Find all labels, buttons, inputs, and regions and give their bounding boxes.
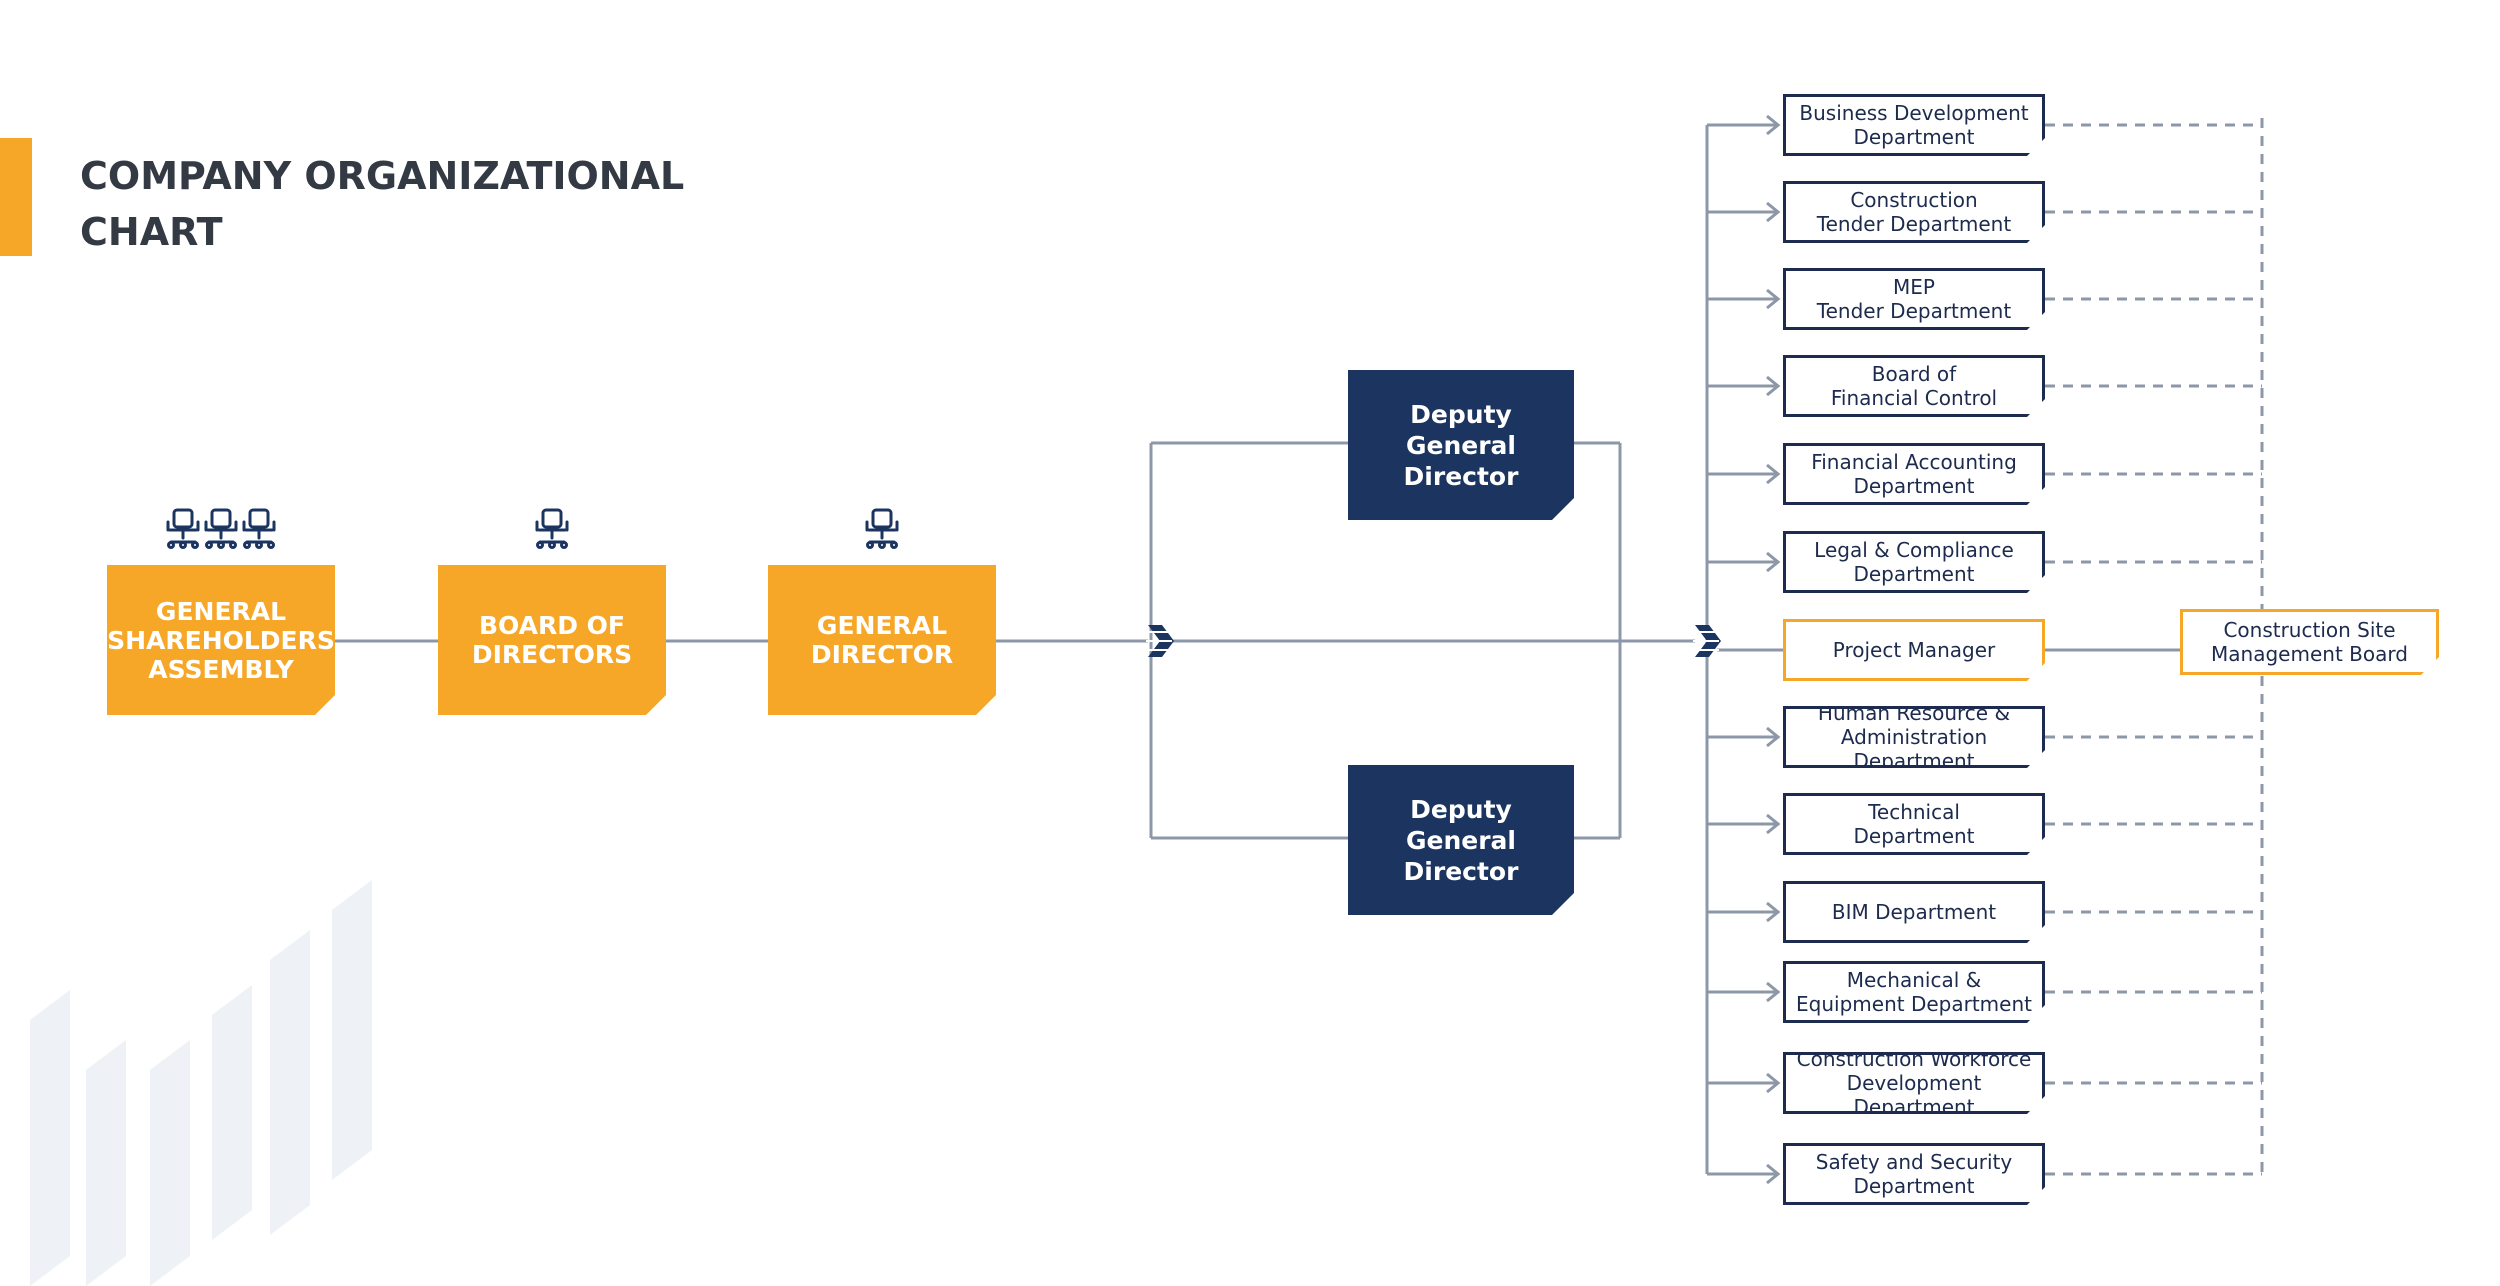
- mechanical-equipment-department-box: Mechanical & Equipment Department: [1783, 961, 2045, 1023]
- office-chair-icon: [535, 508, 569, 549]
- arrowhead-icon: [1766, 1072, 1781, 1094]
- project-manager-box: Project Manager: [1783, 619, 2045, 681]
- financial-accounting-department-box: Financial Accounting Department: [1783, 443, 2045, 505]
- arrowhead-icon: [1766, 901, 1781, 923]
- chair-back: [541, 508, 563, 529]
- deputy-general-director-top-node: Deputy General Director: [1348, 370, 1574, 520]
- chair-back: [248, 508, 270, 529]
- chair-wheel: [866, 541, 874, 549]
- board-of-financial-control-box: Board of Financial Control: [1783, 355, 2045, 417]
- chair-wheel: [167, 541, 175, 549]
- chair-wheel: [878, 541, 886, 549]
- watermark-bar: [86, 1040, 126, 1286]
- page-title: COMPANY ORGANIZATIONAL CHART: [80, 154, 685, 254]
- human-resource-administration-department-box: Human Resource & Administration Departme…: [1783, 706, 2045, 768]
- chair-icons: [166, 508, 899, 549]
- watermark-bar: [270, 930, 310, 1235]
- chair-back: [210, 508, 232, 529]
- technical-department-box: Technical Department: [1783, 793, 2045, 855]
- office-chair-icon: [204, 508, 238, 549]
- construction-tender-department-box: Construction Tender Department: [1783, 181, 2045, 243]
- mep-tender-department-box: MEP Tender Department: [1783, 268, 2045, 330]
- legal-compliance-department-box: Legal & Compliance Department: [1783, 531, 2045, 593]
- arrowhead-icon: [1766, 375, 1781, 397]
- chair-wheel: [217, 541, 225, 549]
- accent-bar: [0, 138, 32, 256]
- chair-wheel: [267, 541, 275, 549]
- arrowhead-icon: [1766, 551, 1781, 573]
- business-development-department-box: Business Development Department: [1783, 94, 2045, 156]
- construction-workforce-development-department-box: Construction Workforce Development Depar…: [1783, 1052, 2045, 1114]
- double-chevron-right-icon: [1693, 625, 1721, 657]
- watermark-bar: [150, 1040, 190, 1286]
- office-chair-icon: [865, 508, 899, 549]
- general-shareholders-assembly-node: GENERAL SHAREHOLDERS ASSEMBLY: [107, 565, 335, 715]
- chair-back: [172, 508, 194, 529]
- arrowhead-icon: [1766, 726, 1781, 748]
- arrowhead-icon: [1766, 114, 1781, 136]
- office-chair-icon: [166, 508, 200, 549]
- arrowhead-icon: [1766, 981, 1781, 1003]
- watermark-bar: [30, 990, 70, 1286]
- arrowhead-icon: [1766, 201, 1781, 223]
- double-chevron-right-icon: [1146, 625, 1174, 657]
- board-of-directors-node: BOARD OF DIRECTORS: [438, 565, 666, 715]
- chair-wheel: [243, 541, 251, 549]
- chair-wheel: [179, 541, 187, 549]
- deputy-general-director-bottom-node: Deputy General Director: [1348, 765, 1574, 915]
- chair-wheel: [890, 541, 898, 549]
- chair-wheel: [191, 541, 199, 549]
- safety-and-security-department-box: Safety and Security Department: [1783, 1143, 2045, 1205]
- watermark-bar: [332, 880, 372, 1180]
- chair-wheel: [560, 541, 568, 549]
- chair-wheel: [205, 541, 213, 549]
- construction-site-management-board-box: Construction Site Management Board: [2180, 609, 2439, 675]
- arrowhead-icon: [1766, 1163, 1781, 1185]
- arrowhead-icon: [1766, 813, 1781, 835]
- bim-department-box: BIM Department: [1783, 881, 2045, 943]
- watermark-bar: [212, 985, 252, 1240]
- office-chair-icon: [242, 508, 276, 549]
- watermark-bars-graphic: [30, 880, 372, 1286]
- chair-wheel: [229, 541, 237, 549]
- arrowhead-icon: [1766, 288, 1781, 310]
- chair-wheel: [548, 541, 556, 549]
- chair-wheel: [536, 541, 544, 549]
- arrowhead-icon: [1766, 463, 1781, 485]
- chair-back: [871, 508, 893, 529]
- general-director-node: GENERAL DIRECTOR: [768, 565, 996, 715]
- chair-wheel: [255, 541, 263, 549]
